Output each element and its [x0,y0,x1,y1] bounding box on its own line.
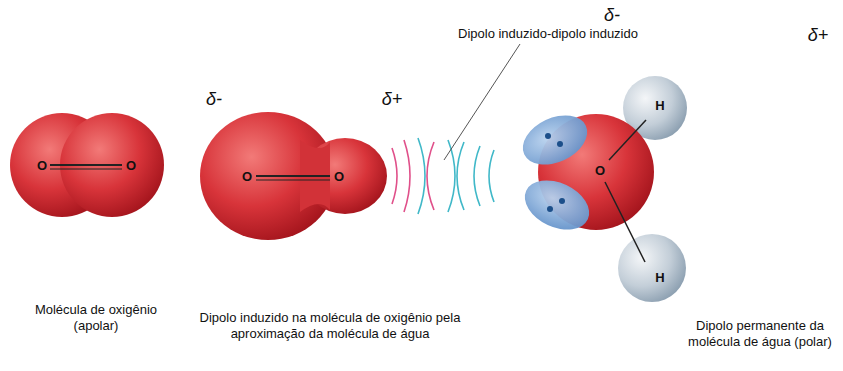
oxygen-molecule [10,113,164,217]
wave-arc [404,140,410,212]
atom-symbol: O [37,158,47,174]
wave-arc [448,140,455,212]
wave-arc [474,146,480,206]
molecule-caption: Dipolo induzido na molécula de oxigênio … [196,310,464,341]
leader-line [444,44,520,160]
oxygen-atom [200,112,336,240]
partial-charge: δ+ [808,25,829,47]
molecule-caption: Dipolo permanente da molécula de água (p… [685,318,835,349]
wave-arc [392,148,397,204]
electron-dot [545,133,551,139]
wave-arc [418,138,425,214]
atom-symbol: O [242,169,252,185]
water-molecule [515,76,687,302]
double-bond [50,164,122,166]
hydrogen-atom [618,234,686,302]
atom-symbol: H [655,98,664,114]
molecule-caption: Molécula de oxigênio (apolar) [11,302,181,333]
atom-symbol: O [595,163,605,179]
interaction-waves [392,138,494,214]
partial-charge: δ- [206,89,222,111]
atom-symbol: H [655,270,664,286]
covalent-bond [605,182,645,262]
electron-dot [547,206,553,212]
lone-pair [517,171,597,240]
partial-charge: δ- [604,5,620,27]
double-bond [256,180,330,181]
covalent-bond [609,120,646,160]
wave-arc [427,142,434,210]
lone-pair [515,106,595,175]
wave-arc [457,142,464,210]
electron-dot [557,141,563,147]
interaction-label: Dipolo induzido-dipolo induzido [458,26,638,42]
double-bond [256,175,330,177]
atom-symbol: O [334,169,344,185]
double-bond [50,169,122,170]
induced-oxygen-molecule [200,112,387,240]
atom-symbol: O [126,158,136,174]
wave-arc [489,150,494,202]
electron-dot [559,198,565,204]
partial-charge: δ+ [382,89,403,111]
